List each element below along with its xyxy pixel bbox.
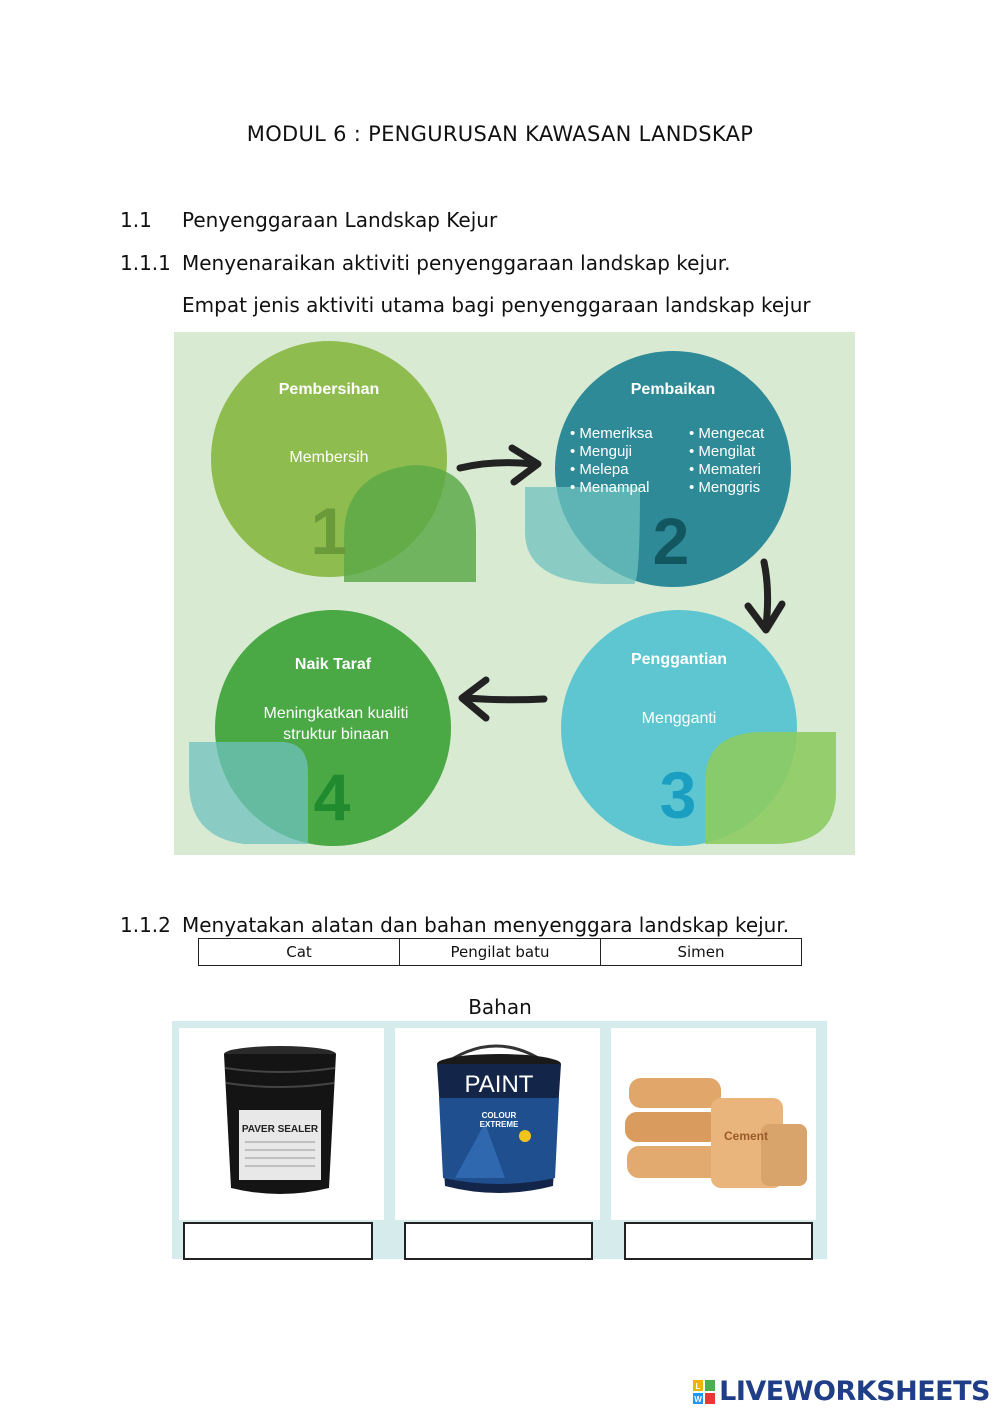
section-number: 1.1.1 [120,251,171,275]
paint-label: PAINT [465,1071,534,1098]
activity-cycle-diagram: Pembersihan Membersih 1 Pembaikan • Meme… [174,332,855,855]
page-title: MODUL 6 : PENGURUSAN KAWASAN LANDSKAP [246,122,754,146]
circle-3-title: Penggantian [631,651,727,668]
bullet-item: • Menggris [689,479,760,496]
circle-3-number: 3 [660,758,697,832]
paver-sealer-label: PAVER SEALER [242,1124,319,1135]
arrow-head-icon [744,600,786,634]
liveworksheets-brand: LIVEWORKSHEETS [719,1376,990,1407]
word-bank-item[interactable]: Cat [199,939,400,965]
svg-text:L: L [696,1382,701,1391]
section-number: 1.1 [120,208,152,232]
cycle-svg: Pembersihan Membersih 1 Pembaikan • Meme… [189,341,836,846]
cement-label: Cement [724,1129,768,1143]
answer-box-2[interactable] [404,1222,593,1260]
circle-2-title: Pembaikan [631,381,715,398]
arrow-left-icon [462,694,548,704]
section-heading: Menyenaraikan aktiviti penyenggaraan lan… [182,251,731,275]
leaf-decoration [189,742,308,844]
leaf-decoration [525,487,640,584]
bullet-item: • Menguji [570,443,632,460]
word-bank-item[interactable]: Simen [677,943,725,961]
circle-4-body-line2: struktur binaan [283,726,389,743]
bullet-item: • Mengecat [689,425,765,442]
answer-box-3[interactable] [624,1222,813,1260]
circle-4-title: Naik Taraf [295,656,372,673]
circle-2-number: 2 [653,504,690,578]
word-bank: Cat Pengilat batu Simen [198,938,802,966]
circle-1-body: Membersih [289,449,368,466]
bullet-item: • Menampal [570,479,649,496]
bullet-item: • Mengilat [689,443,756,460]
liveworksheets-logo: L W LIVEWORKSHEETS [693,1376,990,1407]
circle-1-title: Pembersihan [279,381,379,398]
product-card: Cement [611,1028,816,1220]
svg-text:COLOUR: COLOUR [482,1111,517,1120]
bullet-item: • Memateri [689,461,761,478]
arrow-head-icon [508,444,542,486]
section-intro: Empat jenis aktiviti utama bagi penyengg… [182,293,811,317]
section-heading: Menyatakan alatan dan bahan menyenggara … [182,913,790,937]
circle-4-number: 4 [314,760,351,834]
paint-bucket-image: PAINT COLOUR EXTREME [437,1044,561,1193]
answer-box-1[interactable] [183,1222,373,1260]
section-heading: Penyenggaraan Landskap Kejur [182,208,498,232]
bahan-heading: Bahan [468,995,532,1019]
svg-text:EXTREME: EXTREME [480,1120,519,1129]
arrow-head-icon [458,676,490,722]
product-card: PAVER SEALER [179,1028,384,1220]
leaf-decoration [705,732,836,844]
product-card: PAINT COLOUR EXTREME [395,1028,600,1220]
leaf-decoration [344,465,476,582]
arrow-right-icon [456,459,538,472]
circle-3-body: Mengganti [642,710,717,727]
cement-bags-image: Cement [625,1078,807,1188]
circle-1-number: 1 [311,494,348,568]
svg-text:W: W [694,1395,702,1404]
word-bank-item[interactable]: Pengilat batu [400,939,601,965]
section-number: 1.1.2 [120,913,171,937]
arrow-down-icon [760,558,772,630]
bullet-item: • Melepa [570,461,629,478]
bullet-item: • Memeriksa [570,425,653,442]
liveworksheets-logo-icon: L W [693,1379,716,1404]
paver-sealer-bucket-image: PAVER SEALER [224,1046,336,1194]
circle-4-body-line1: Meningkatkan kualiti [264,705,409,722]
